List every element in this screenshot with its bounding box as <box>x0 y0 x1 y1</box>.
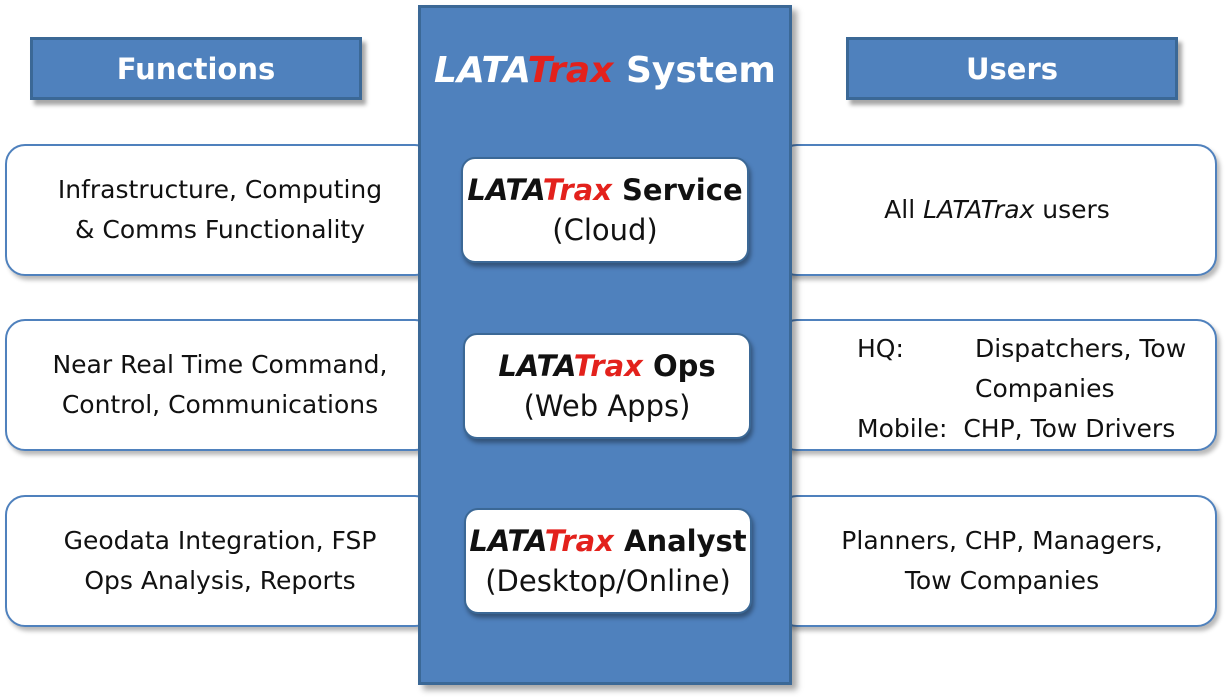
tier-box-analyst: LATATrax Analyst (Desktop/Online) <box>464 508 752 614</box>
brand-lata: LATA <box>469 524 545 558</box>
function-text-line: Near Real Time Command, <box>52 350 388 379</box>
hq-label: HQ: <box>857 334 904 363</box>
tier-subtitle: (Web Apps) <box>523 389 691 423</box>
users-text-prefix: All <box>884 195 924 224</box>
brand-lata: LATA <box>467 173 543 207</box>
tier-subtitle: (Desktop/Online) <box>485 564 731 598</box>
tier-name: Service <box>622 173 743 207</box>
function-row-ops: Near Real Time Command, Control, Communi… <box>5 319 435 451</box>
function-row-service: Infrastructure, Computing & Comms Functi… <box>5 144 435 276</box>
tier-name: Analyst <box>624 524 747 558</box>
functions-header-label: Functions <box>116 51 276 86</box>
users-row-service: All LATATrax users <box>777 144 1217 276</box>
hq-users-line: Companies <box>975 374 1115 403</box>
tier-subtitle: (Cloud) <box>552 213 658 247</box>
users-text-brand: LATATrax <box>923 195 1035 224</box>
function-text-line: Control, Communications <box>61 390 379 419</box>
brand-lata: LATA <box>498 349 574 383</box>
function-text-line: & Comms Functionality <box>74 215 365 244</box>
users-text-suffix: users <box>1034 195 1110 224</box>
function-text-line: Ops Analysis, Reports <box>84 566 356 595</box>
functions-header: Functions <box>30 37 362 100</box>
tier-title: LATATrax Service <box>467 170 742 210</box>
tier-title: LATATrax Analyst <box>469 521 746 561</box>
tier-box-ops: LATATrax Ops (Web Apps) <box>463 333 751 439</box>
function-text-line: Infrastructure, Computing <box>57 175 383 204</box>
brand-trax: Trax <box>542 173 612 207</box>
tier-box-service: LATATrax Service (Cloud) <box>461 157 749 263</box>
brand-lata: LATA <box>434 50 528 91</box>
brand-trax: Trax <box>573 349 643 383</box>
tier-name: Ops <box>652 349 716 383</box>
tier-title: LATATrax Ops <box>498 346 715 386</box>
brand-trax: Trax <box>527 50 614 91</box>
brand-trax: Trax <box>544 524 614 558</box>
system-title-suffix: System <box>613 50 776 91</box>
mobile-users: CHP, Tow Drivers <box>963 414 1176 443</box>
users-text-line: Tow Companies <box>904 566 1100 595</box>
mobile-label: Mobile: <box>857 414 948 443</box>
users-text-line: Planners, CHP, Managers, <box>841 526 1163 555</box>
users-header: Users <box>846 37 1178 100</box>
hq-users-line: Dispatchers, Tow <box>975 334 1187 363</box>
users-header-label: Users <box>965 51 1059 86</box>
system-title: LATATrax System <box>421 50 789 91</box>
function-row-analyst: Geodata Integration, FSP Ops Analysis, R… <box>5 495 435 627</box>
function-text-line: Geodata Integration, FSP <box>63 526 377 555</box>
users-row-ops: HQ: Dispatchers, Tow Companies Mobile: CH… <box>777 319 1217 451</box>
users-row-analyst: Planners, CHP, Managers, Tow Companies <box>777 495 1217 627</box>
